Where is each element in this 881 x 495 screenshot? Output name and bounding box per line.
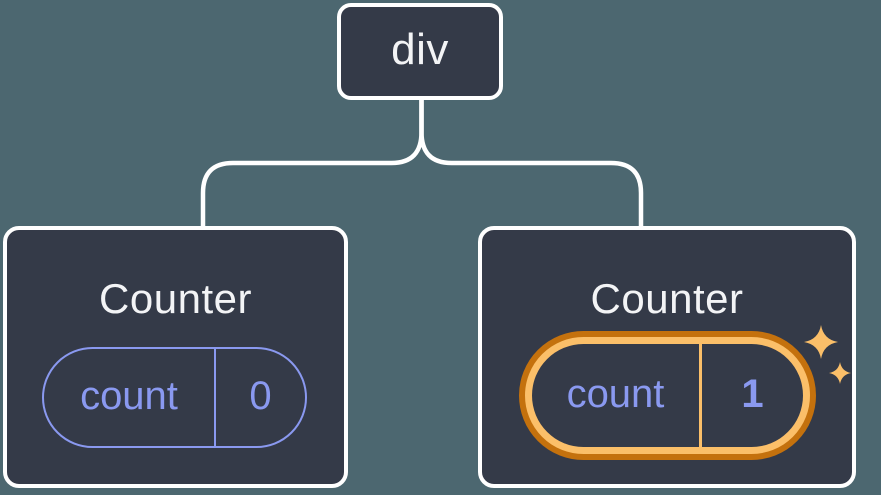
state-value: 1	[741, 371, 764, 416]
counter-card-right: Counter count 1	[478, 226, 856, 488]
state-pill: count 0	[42, 347, 307, 448]
state-value-cell: 1	[702, 344, 803, 447]
state-key-label: count	[566, 371, 665, 416]
root-node-label: div	[391, 24, 449, 74]
state-value: 0	[249, 373, 272, 418]
connector-right-branch	[419, 97, 644, 229]
counter-title: Counter	[99, 275, 252, 322]
state-pill-highlight: count 1	[519, 331, 816, 460]
counter-card-left: Counter count 0	[3, 226, 348, 488]
state-pill: count 1	[532, 344, 803, 447]
connector-left-branch	[200, 97, 424, 229]
state-key-cell: count	[532, 344, 702, 447]
counter-title: Counter	[590, 275, 744, 322]
state-key-label: count	[80, 373, 178, 418]
root-div-node: div	[337, 3, 503, 100]
sparkles-icon	[804, 325, 851, 384]
state-value-cell: 0	[216, 349, 305, 446]
state-key-cell: count	[44, 349, 216, 446]
